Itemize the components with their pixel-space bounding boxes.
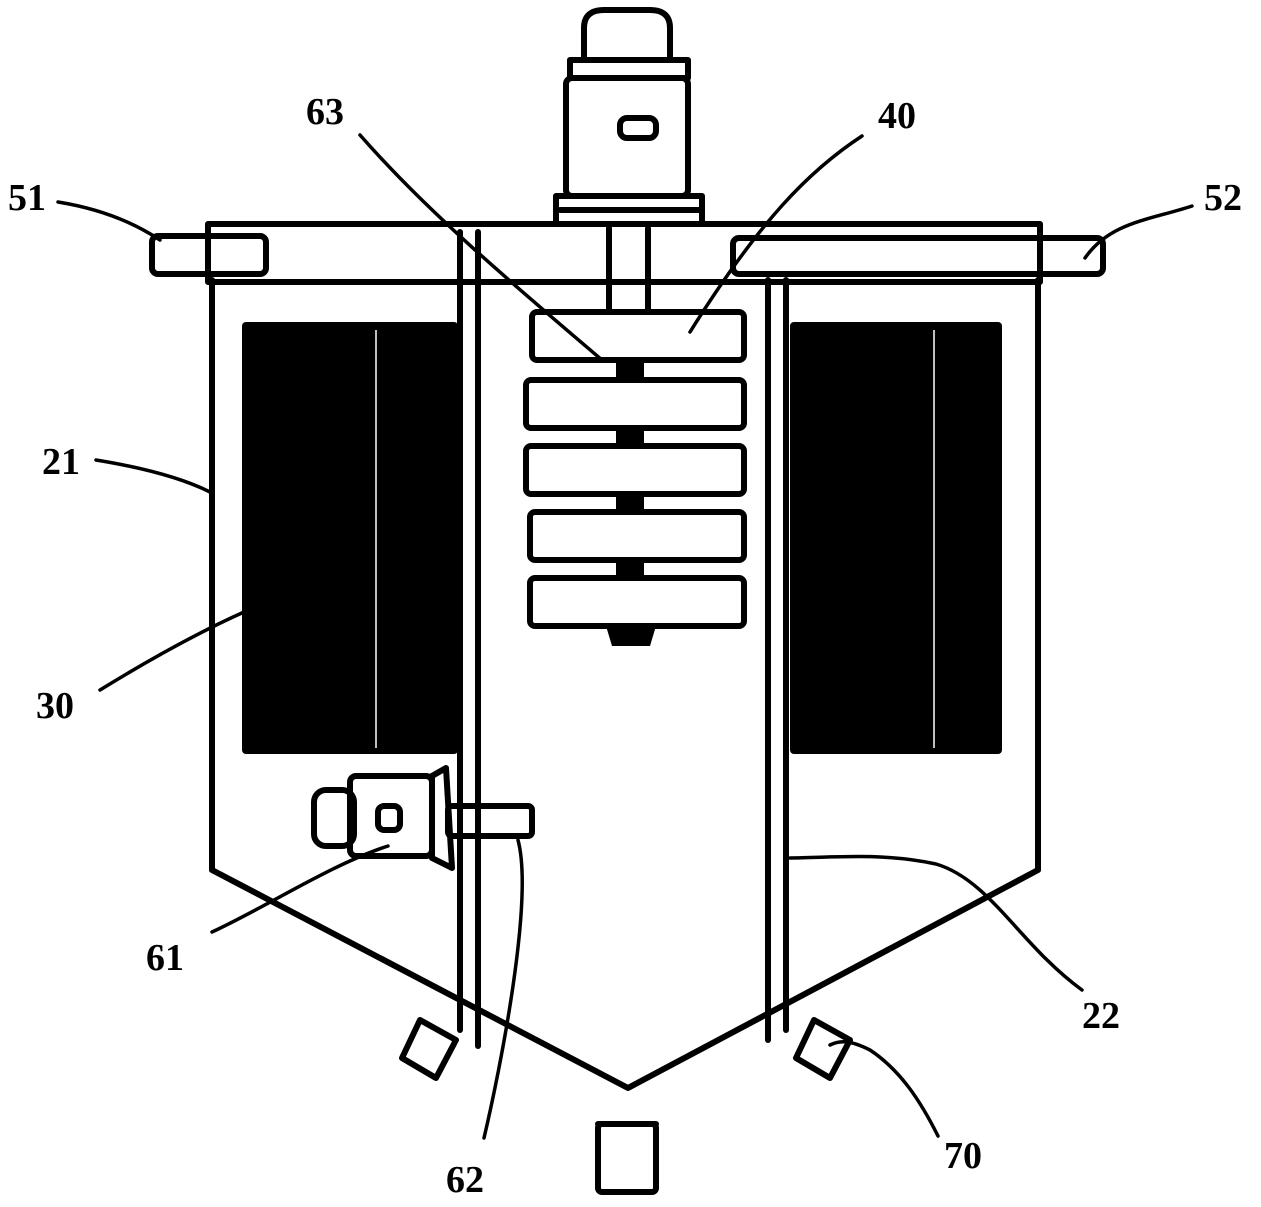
drain-valves [399,1017,853,1081]
label-62: 62 [446,1159,484,1201]
label-61: 61 [146,937,184,979]
outer-vessel [209,277,1041,1091]
top-lid [205,221,1043,285]
filler-right [790,322,1002,754]
inner-cylinder [457,229,789,1049]
reference-labels: 51 52 63 40 21 30 61 62 22 70 [8,91,1242,1201]
outlet-pipe-52 [730,235,1106,277]
label-30: 30 [36,685,74,727]
label-22: 22 [1082,995,1120,1037]
label-51: 51 [8,177,46,219]
label-63: 63 [306,91,344,133]
leader-lines [56,133,1194,1140]
stirring-paddles [523,309,747,646]
filler-left [242,322,458,754]
label-52: 52 [1204,177,1242,219]
inlet-51 [149,233,269,277]
side-shaft-62 [445,803,535,839]
label-70: 70 [944,1135,982,1177]
agitator-shaft [606,225,651,313]
top-motor [553,7,705,227]
label-21: 21 [42,441,80,483]
bottom-outlet [595,1121,659,1195]
side-motor-61 [311,765,455,871]
label-40: 40 [878,95,916,137]
